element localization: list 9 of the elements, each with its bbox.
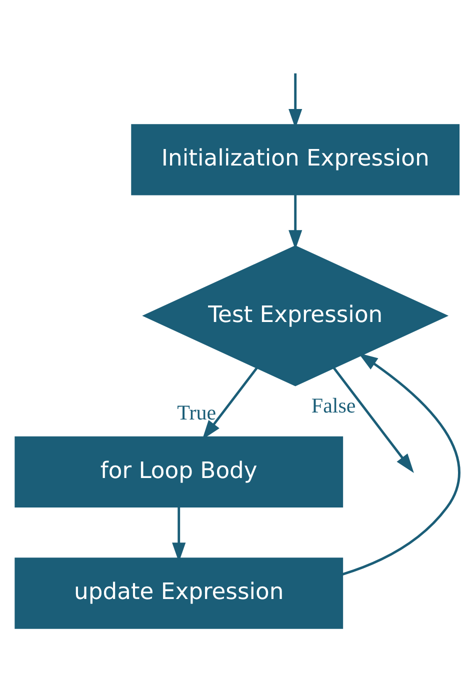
node-box: update Expression <box>14 557 343 628</box>
arrow <box>332 366 414 473</box>
edge-label: False <box>310 393 356 418</box>
node-diamond: Test Expression <box>142 244 448 386</box>
edge-label: True <box>176 400 216 424</box>
arrow <box>202 366 258 440</box>
node-box: for Loop Body <box>14 436 343 507</box>
arrow <box>342 352 460 575</box>
node-box: Initialization Expression <box>130 124 460 195</box>
